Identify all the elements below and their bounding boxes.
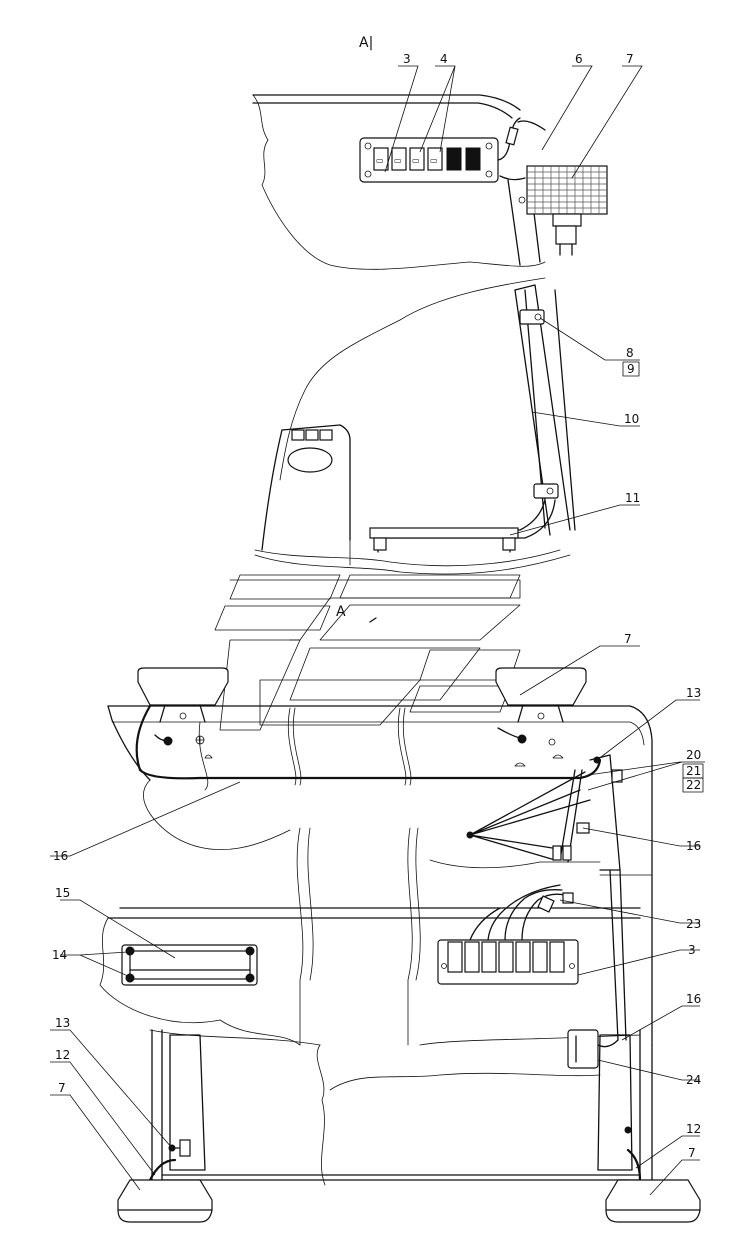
callout-20: 20 xyxy=(686,748,701,762)
callout-7-mid: 7 xyxy=(624,632,632,646)
view-label-a-arrow: A xyxy=(336,604,346,620)
callout-9: 9 xyxy=(627,362,635,376)
callout-21: 21 xyxy=(686,764,701,778)
callout-12-right: 12 xyxy=(686,1122,701,1136)
callout-16-right: 16 xyxy=(686,839,701,853)
callout-10: 10 xyxy=(624,412,639,426)
svg-text:▭: ▭ xyxy=(412,156,420,165)
callout-4: 4 xyxy=(440,52,448,66)
callout-13-right: 13 xyxy=(686,686,701,700)
cab-side-view xyxy=(254,277,576,623)
callout-6: 6 xyxy=(575,52,583,66)
callout-22: 22 xyxy=(686,778,701,792)
callout-7-top: 7 xyxy=(626,52,634,66)
leader-lines xyxy=(50,65,705,1196)
svg-text:▭: ▭ xyxy=(394,156,402,165)
callout-12-left: 12 xyxy=(55,1048,70,1062)
view-a-cab: ▭ ▭ ▭ ▭ xyxy=(252,94,608,270)
callout-11: 11 xyxy=(625,491,640,505)
callout-7-left: 7 xyxy=(58,1081,66,1095)
callout-13-left: 13 xyxy=(55,1016,70,1030)
callout-7-right: 7 xyxy=(688,1146,696,1160)
callout-labels: A| A 3 4 6 7 8 9 10 11 7 13 20 21 22 16 … xyxy=(52,35,704,1160)
callout-16-left: 16 xyxy=(53,849,68,863)
callout-3-top: 3 xyxy=(403,52,411,66)
section-symbol xyxy=(214,574,521,731)
callout-23: 23 xyxy=(686,917,701,931)
view-label-a-top: A| xyxy=(359,35,373,51)
svg-text:▭: ▭ xyxy=(430,156,438,165)
callout-24: 24 xyxy=(686,1073,701,1087)
callout-8: 8 xyxy=(626,346,634,360)
callout-3-mid: 3 xyxy=(688,943,696,957)
callout-16-lower: 16 xyxy=(686,992,701,1006)
callout-14: 14 xyxy=(52,948,67,962)
svg-text:▭: ▭ xyxy=(376,156,384,165)
callout-15: 15 xyxy=(55,886,70,900)
cab-front-view xyxy=(99,667,701,1223)
